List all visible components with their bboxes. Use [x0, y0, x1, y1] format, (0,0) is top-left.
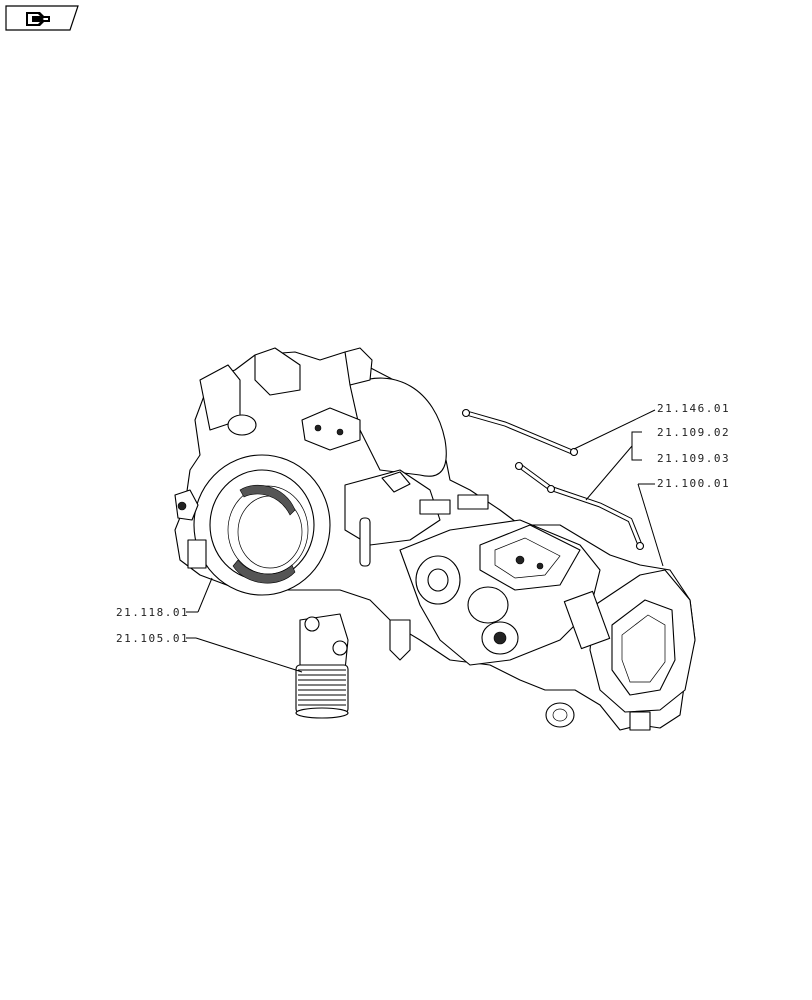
- oil-filter: [295, 613, 349, 719]
- callout-21-105-01[interactable]: 21.105.01: [116, 632, 189, 645]
- leader-line-21-109: [585, 445, 633, 501]
- transmission-housing: [174, 347, 696, 731]
- pipe-assembly: [461, 408, 645, 551]
- leader-line-21-146-01: [573, 409, 656, 450]
- callout-21-100-01[interactable]: 21.100.01: [657, 477, 730, 490]
- leader-line-21-100-01: [637, 483, 664, 567]
- callout-21-146-01[interactable]: 21.146.01: [657, 402, 730, 415]
- leader-lines: [186, 409, 664, 673]
- leader-line-21-118-01: [197, 577, 213, 613]
- bracket-21-109: [631, 431, 642, 461]
- callout-21-109-03[interactable]: 21.109.03: [657, 452, 730, 465]
- callout-21-109-02[interactable]: 21.109.02: [657, 426, 730, 439]
- leader-line-21-105-01: [195, 637, 303, 673]
- book-arrow-icon[interactable]: [5, 5, 79, 31]
- callout-21-118-01[interactable]: 21.118.01: [116, 606, 189, 619]
